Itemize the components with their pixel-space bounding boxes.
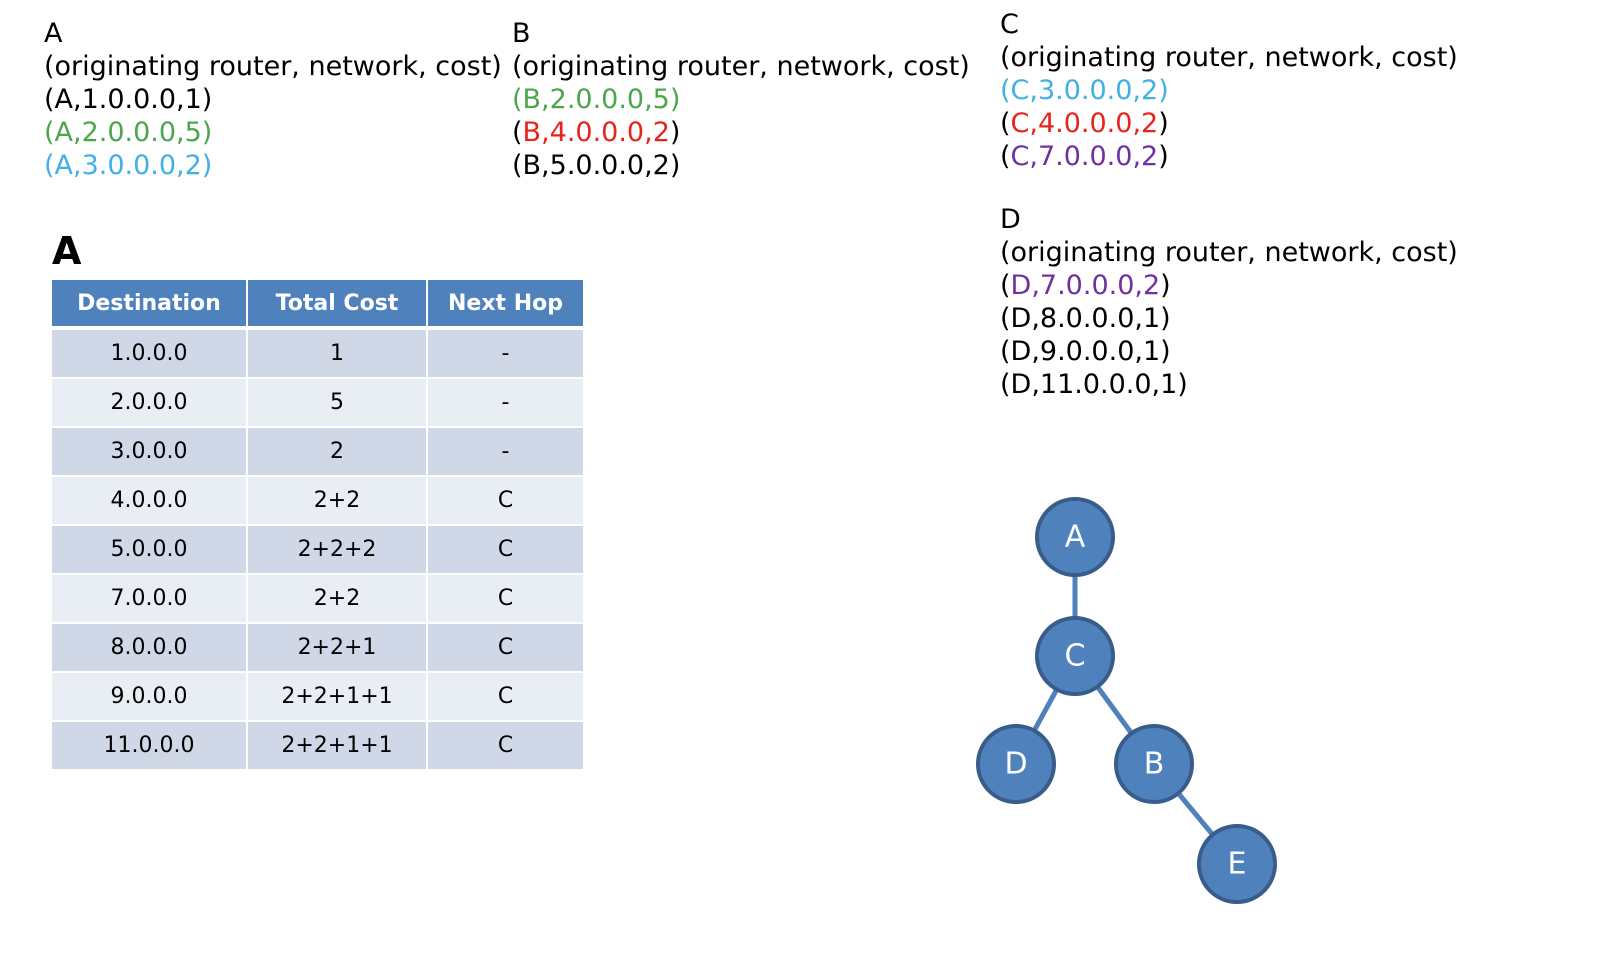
node-d-circle — [976, 724, 1056, 804]
paren-open: ( — [1000, 108, 1011, 139]
lsa-entry: (B,5.0.0.0,2) — [512, 150, 681, 181]
lsa-block-c: C (originating router, network, cost) (C… — [1000, 8, 1458, 173]
cell-destination: 2.0.0.0 — [52, 379, 248, 428]
lsa-entry: (D,8.0.0.0,1) — [1000, 303, 1171, 334]
lsa-entry: (B,4.0.0.0,2) — [512, 116, 970, 149]
node-e: E — [1197, 824, 1277, 904]
cell-total-cost: 2+2+1+1 — [248, 722, 428, 771]
lsa-entry: (D,9.0.0.0,1) — [1000, 336, 1171, 367]
cell-total-cost: 2+2+1 — [248, 624, 428, 673]
cell-next-hop: - — [428, 330, 583, 379]
cell-destination: 3.0.0.0 — [52, 428, 248, 477]
cell-next-hop: C — [428, 575, 583, 624]
cell-destination: 4.0.0.0 — [52, 477, 248, 526]
lsa-entry-body: B,4.0.0.0,2 — [522, 117, 670, 148]
cell-total-cost: 2+2 — [248, 575, 428, 624]
node-a-label: A — [1065, 520, 1086, 555]
node-d: D — [976, 724, 1056, 804]
lsa-router-label: C — [1000, 9, 1019, 40]
lsa-block-d: D (originating router, network, cost) (D… — [1000, 203, 1458, 401]
paren-close: ) — [1160, 270, 1171, 301]
cell-total-cost: 2+2+1+1 — [248, 673, 428, 722]
cell-total-cost: 2+2+2 — [248, 526, 428, 575]
lsa-entry: (B,2.0.0.0,5) — [512, 84, 681, 115]
cell-destination: 7.0.0.0 — [52, 575, 248, 624]
cell-destination: 9.0.0.0 — [52, 673, 248, 722]
node-b-label: B — [1144, 747, 1165, 782]
node-a: A — [1035, 497, 1115, 577]
routing-table: Destination Total Cost Next Hop 1.0.0.0 … — [52, 280, 583, 771]
table-row: 5.0.0.0 2+2+2 C — [52, 526, 583, 575]
cell-next-hop: C — [428, 526, 583, 575]
lsa-entry: (D,11.0.0.0,1) — [1000, 369, 1188, 400]
lsa-entry: (A,3.0.0.0,2) — [44, 150, 213, 181]
lsa-entry-body: C,4.0.0.0,2 — [1010, 108, 1159, 139]
table-row: 11.0.0.0 2+2+1+1 C — [52, 722, 583, 771]
cell-next-hop: C — [428, 722, 583, 771]
cell-total-cost: 1 — [248, 330, 428, 379]
lsa-router-label: A — [44, 18, 63, 49]
cell-next-hop: C — [428, 673, 583, 722]
node-b: B — [1114, 724, 1194, 804]
lsa-entry: (C,4.0.0.0,2) — [1000, 107, 1458, 140]
column-header-destination: Destination — [52, 280, 248, 330]
cell-destination: 1.0.0.0 — [52, 330, 248, 379]
column-header-next-hop: Next Hop — [428, 280, 583, 330]
cell-next-hop: C — [428, 624, 583, 673]
paren-open: ( — [512, 117, 523, 148]
node-c-circle — [1035, 616, 1115, 696]
lsa-header: (originating router, network, cost) — [512, 51, 970, 82]
cell-next-hop: C — [428, 477, 583, 526]
node-e-circle — [1197, 824, 1277, 904]
cell-destination: 11.0.0.0 — [52, 722, 248, 771]
table-row: 8.0.0.0 2+2+1 C — [52, 624, 583, 673]
node-c-label: C — [1065, 639, 1086, 674]
lsa-entry: (A,2.0.0.0,5) — [44, 117, 213, 148]
paren-close: ) — [1158, 141, 1169, 172]
node-e-label: E — [1228, 847, 1247, 882]
cell-total-cost: 2+2 — [248, 477, 428, 526]
node-b-circle — [1114, 724, 1194, 804]
table-row: 2.0.0.0 5 - — [52, 379, 583, 428]
table-row: 7.0.0.0 2+2 C — [52, 575, 583, 624]
cell-destination: 8.0.0.0 — [52, 624, 248, 673]
table-row: 9.0.0.0 2+2+1+1 C — [52, 673, 583, 722]
paren-close: ) — [1158, 108, 1169, 139]
lsa-block-b: B (originating router, network, cost) (B… — [512, 17, 970, 182]
node-a-circle — [1035, 497, 1115, 577]
node-c: C — [1035, 616, 1115, 696]
lsa-entry: (A,1.0.0.0,1) — [44, 84, 213, 115]
lsa-entry: (D,7.0.0.0,2) — [1000, 269, 1458, 302]
lsa-header: (originating router, network, cost) — [44, 51, 502, 82]
cell-total-cost: 2 — [248, 428, 428, 477]
cell-next-hop: - — [428, 428, 583, 477]
routing-table-title: A — [52, 229, 82, 273]
lsa-entry-body: C,7.0.0.0,2 — [1010, 141, 1159, 172]
table-row: 4.0.0.0 2+2 C — [52, 477, 583, 526]
lsa-router-label: D — [1000, 204, 1021, 235]
cell-total-cost: 5 — [248, 379, 428, 428]
cell-next-hop: - — [428, 379, 583, 428]
cell-destination: 5.0.0.0 — [52, 526, 248, 575]
lsa-entry: (C,7.0.0.0,2) — [1000, 140, 1458, 173]
lsa-header: (originating router, network, cost) — [1000, 237, 1458, 268]
node-d-label: D — [1004, 747, 1027, 782]
lsa-router-label: B — [512, 18, 531, 49]
paren-open: ( — [1000, 141, 1011, 172]
table-row: 3.0.0.0 2 - — [52, 428, 583, 477]
paren-open: ( — [1000, 270, 1011, 301]
table-header-row: Destination Total Cost Next Hop — [52, 280, 583, 330]
lsa-block-a: A (originating router, network, cost) (A… — [44, 17, 502, 182]
column-header-total-cost: Total Cost — [248, 280, 428, 330]
lsa-entry-body: D,7.0.0.0,2 — [1010, 270, 1161, 301]
paren-close: ) — [669, 117, 681, 148]
table-row: 1.0.0.0 1 - — [52, 330, 583, 379]
lsa-header: (originating router, network, cost) — [1000, 42, 1458, 73]
lsa-entry: (C,3.0.0.0,2) — [1000, 75, 1169, 106]
